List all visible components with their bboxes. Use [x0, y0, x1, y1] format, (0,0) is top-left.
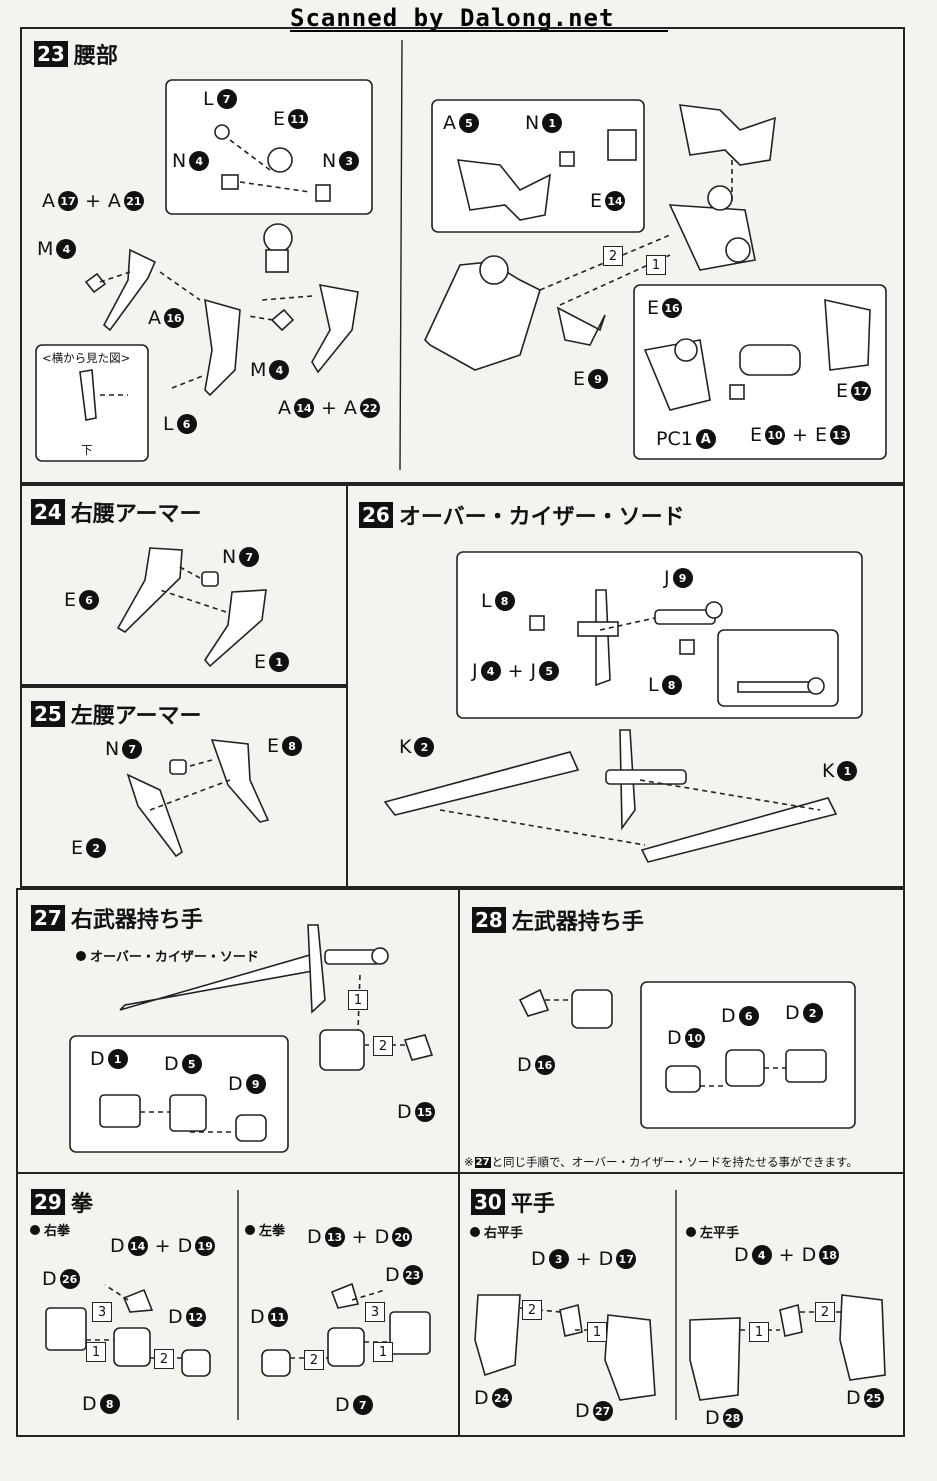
step-30-1b: 1 [749, 1322, 769, 1342]
panel-23 [20, 27, 905, 484]
step-30-2b: 2 [815, 1302, 835, 1322]
inset-box-23-top [165, 79, 373, 215]
label-30-right: 右平手 [470, 1222, 523, 1241]
a16-part [204, 298, 241, 397]
label-30-left: 左平手 [686, 1222, 739, 1241]
step-27-1: 1 [348, 990, 368, 1010]
down-caption: 下 [81, 443, 93, 457]
step-27-2: 2 [373, 1036, 393, 1056]
note-28: ※ 27 と同じ手順で、オーバー・カイザー・ソードを持たせる事ができます。 [464, 1155, 858, 1169]
label-27-sword: オーバー・カイザー・ソード [76, 946, 259, 965]
panel-26 [346, 484, 905, 888]
m4-part [84, 272, 107, 294]
scan-underline [290, 30, 668, 32]
step-29-1b: 1 [373, 1342, 393, 1362]
step-29-2a: 2 [154, 1349, 174, 1369]
panel-30 [458, 1172, 905, 1437]
step-29-2b: 2 [304, 1350, 324, 1370]
armor-part-a17 [102, 248, 157, 332]
a14-part [311, 283, 359, 374]
m4b-part [270, 308, 295, 332]
step-2: 2 [603, 246, 623, 266]
step-30-1a: 1 [587, 1322, 607, 1342]
step-29-3a: 3 [92, 1302, 112, 1322]
side-view-caption: <横から見た図> [42, 351, 131, 365]
step-1: 1 [646, 255, 666, 275]
step-30-2a: 2 [522, 1300, 542, 1320]
label-29-left: 左拳 [245, 1220, 285, 1239]
step-29-3b: 3 [365, 1302, 385, 1322]
step-29-1a: 1 [86, 1342, 106, 1362]
label-29-right: 右拳 [30, 1220, 70, 1239]
